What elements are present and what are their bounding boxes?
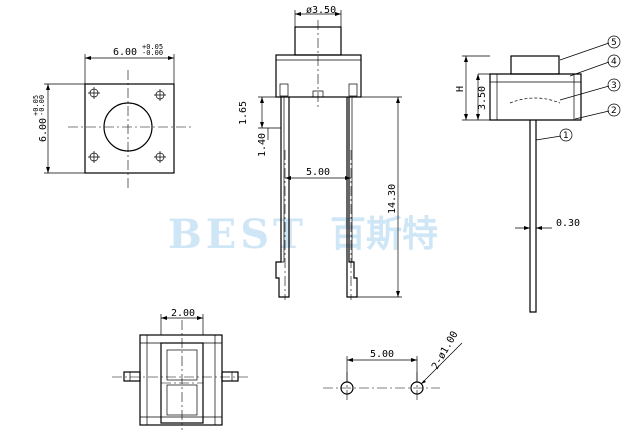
front-view-dim-140: 1.40 bbox=[257, 133, 268, 157]
watermark: BEST 百斯特 bbox=[168, 211, 438, 258]
top-view-body bbox=[84, 83, 175, 174]
hole-spec: 2-ø1.00 bbox=[430, 329, 461, 371]
top-view-height-tol-lower: -0.00 bbox=[38, 95, 46, 116]
side-view-lead-thickness: 0.30 bbox=[556, 218, 580, 229]
top-view-height-dim-lines bbox=[44, 83, 85, 174]
top-view-width-tol-upper: +0.05 bbox=[142, 43, 163, 51]
front-view-left-pin bbox=[275, 97, 290, 300]
top-view-centerlines bbox=[68, 70, 192, 188]
balloon-4: 4 bbox=[611, 57, 617, 67]
balloon-1: 1 bbox=[563, 131, 569, 141]
balloon-2: 2 bbox=[611, 106, 617, 116]
side-view-body bbox=[489, 73, 582, 121]
top-view-height-value: 6.00 bbox=[38, 118, 49, 142]
side-view: H 3.50 0.30 5 4 3 2 1 bbox=[455, 35, 621, 313]
watermark-cjk: 百斯特 bbox=[330, 214, 438, 255]
front-view-right-pin bbox=[346, 97, 358, 300]
top-view-corner-holes bbox=[88, 87, 166, 163]
side-view-height-label: H bbox=[455, 86, 466, 92]
top-view-width-tol-lower: -0.00 bbox=[142, 49, 163, 57]
side-view-actuator bbox=[510, 55, 560, 75]
side-view-body-height: 3.50 bbox=[477, 86, 488, 110]
top-view-width-dim-lines bbox=[84, 54, 175, 84]
front-view: ø3.50 1.65 1.40 5.00 14.30 bbox=[238, 5, 402, 300]
bottom-view-width: 2.00 bbox=[171, 308, 195, 319]
bottom-view: 2.00 bbox=[112, 308, 250, 430]
top-view-width-value: 6.00 bbox=[113, 47, 137, 58]
balloon-5: 5 bbox=[611, 38, 617, 48]
front-view-pin-pitch: 5.00 bbox=[306, 167, 330, 178]
front-view-pin-length: 14.30 bbox=[387, 184, 398, 214]
top-view-height-tol-upper: +0.05 bbox=[32, 95, 40, 116]
watermark-latin: BEST bbox=[168, 211, 307, 258]
side-view-balloons: 5 4 3 2 1 bbox=[535, 35, 621, 142]
front-view-actuator-dia: ø3.50 bbox=[306, 5, 336, 16]
hole-pitch: 5.00 bbox=[370, 349, 394, 360]
balloon-3: 3 bbox=[611, 81, 617, 91]
hole-pattern: 5.00 2-ø1.00 bbox=[323, 329, 463, 402]
top-view: 6.00 +0.05 -0.00 6.00 +0.05 -0.00 bbox=[32, 43, 192, 188]
side-view-lead bbox=[529, 120, 537, 313]
front-view-dim-165: 1.65 bbox=[238, 101, 249, 125]
